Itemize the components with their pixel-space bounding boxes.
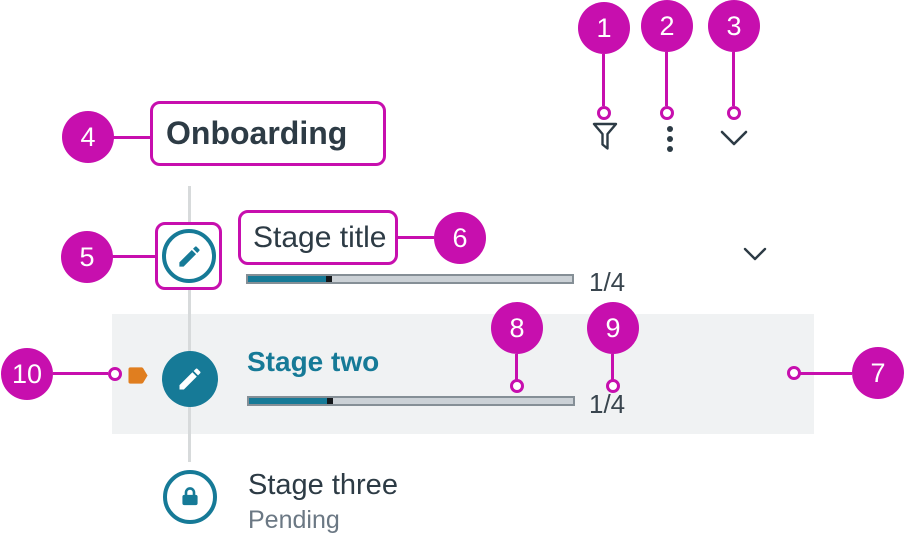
callout-9: 9 [587,302,639,354]
callout-6-label: 6 [452,222,468,253]
stage-two-progress-marker [326,398,333,404]
more-options-icon [667,126,673,152]
callout-6-line [398,236,434,239]
callout-4-label: 4 [80,121,96,152]
stage-two-status-circle [162,351,218,407]
stage-three-status: Pending [248,506,340,534]
pencil-icon [179,368,201,390]
callout-5-line [112,255,155,258]
stage-two-title: Stage two [247,346,380,377]
callout-1-label: 1 [596,12,612,43]
collapse-button[interactable] [719,129,749,148]
annotation-box-panel-title: Onboarding [150,101,386,166]
lock-icon [182,487,198,506]
callout-1-line [602,54,605,106]
callout-2: 2 [641,0,693,52]
stage-one-title: Stage title [253,220,387,254]
callout-8-label: 8 [509,312,525,343]
callout-10: 10 [1,348,53,400]
callout-1: 1 [578,2,630,54]
callout-10-line [53,372,108,375]
chevron-down-icon [743,247,767,261]
callout-5-label: 5 [79,241,95,272]
stage-row-3[interactable] [112,436,814,560]
callout-4-line [113,136,150,139]
annotation-box-stage-title: Stage title [238,210,398,265]
callout-7-line [800,372,852,375]
annotation-box-stage-icon [155,222,222,290]
stage-two-progress-label: 1/4 [589,389,626,419]
callout-8: 8 [491,302,543,354]
callout-7-anchor [787,366,801,380]
stage-three-status-circle [163,470,217,524]
callout-6: 6 [434,212,486,264]
stage-one-progress-bar [246,274,574,284]
callout-3-label: 3 [726,10,742,41]
chevron-down-icon [720,130,748,146]
callout-3: 3 [708,0,760,52]
more-options-button[interactable] [665,124,675,154]
tag-icon [128,367,148,384]
callout-8-line [515,354,518,380]
stage-one-status-circle [162,229,216,283]
callout-2-line [665,52,668,106]
stage-one-expander[interactable] [742,246,768,268]
callout-4: 4 [62,111,114,163]
stage-one-progress-label: 1/4 [589,267,626,297]
callout-7: 7 [852,347,904,399]
callout-3-line [732,52,735,106]
stage-one-progress-marker [325,276,332,282]
callout-10-label: 10 [11,358,43,389]
callout-1-anchor [597,106,611,120]
callout-8-anchor [510,379,524,393]
stage-two-progress-fill [249,398,327,404]
callout-3-anchor [727,106,741,120]
stage-connector-line [188,186,191,462]
callout-7-label: 7 [870,357,886,388]
stage-one-progress-fill [248,276,326,282]
pencil-icon [178,245,200,267]
panel-title: Onboarding [166,115,348,151]
callout-9-anchor [606,379,620,393]
callout-10-anchor [108,367,122,381]
callout-9-line [611,354,614,380]
stage-three-title: Stage three [248,469,398,501]
stage-two-progress-bar [247,396,575,406]
filter-icon [592,122,618,150]
stage-two-row-highlight [112,314,814,434]
filter-button[interactable] [592,122,618,152]
callout-9-label: 9 [605,312,621,343]
callout-2-label: 2 [659,10,675,41]
stage-two-flag [127,365,150,391]
callout-5: 5 [61,231,113,283]
callout-2-anchor [660,106,674,120]
